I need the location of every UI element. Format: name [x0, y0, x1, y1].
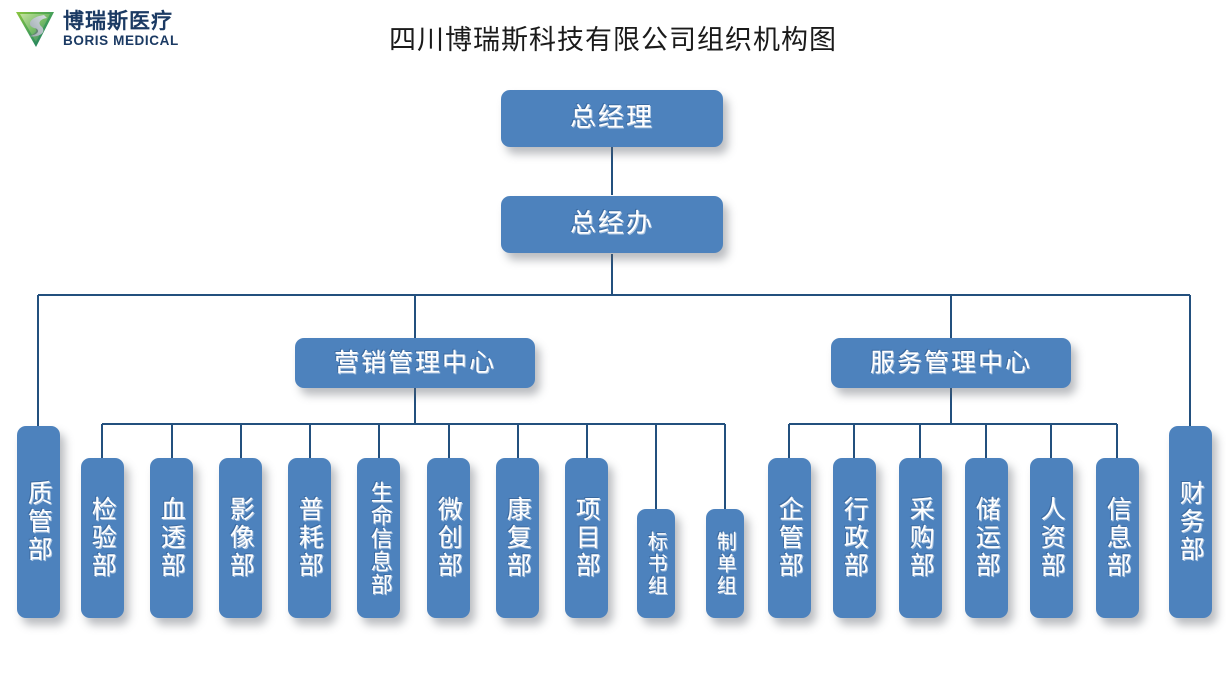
- node-label: 微创部: [434, 496, 464, 580]
- node-label: 财务部: [1176, 480, 1206, 564]
- node-label: 生命信息部: [366, 480, 392, 596]
- brand-logo: 博瑞斯医疗 BORIS MEDICAL: [14, 6, 214, 52]
- node-label: 质管部: [24, 480, 54, 564]
- node-project-department[interactable]: 项目部: [565, 458, 608, 618]
- node-inspection-department[interactable]: 检验部: [81, 458, 124, 618]
- node-hemodialysis-department[interactable]: 血透部: [150, 458, 193, 618]
- node-storage-transit-department[interactable]: 储运部: [965, 458, 1008, 618]
- boris-leaf-logo-icon: [16, 12, 54, 47]
- node-enterprise-management-department[interactable]: 企管部: [768, 458, 811, 618]
- node-marketing-management-center[interactable]: 营销管理中心: [295, 338, 535, 388]
- node-label: 普耗部: [295, 496, 325, 580]
- node-service-management-center[interactable]: 服务管理中心: [831, 338, 1071, 388]
- node-label: 信息部: [1103, 496, 1133, 580]
- page-title: 四川博瑞斯科技有限公司组织机构图: [389, 25, 837, 56]
- node-order-group[interactable]: 制单组: [706, 509, 744, 618]
- node-label: 标书组: [644, 530, 669, 597]
- node-procurement-department[interactable]: 采购部: [899, 458, 942, 618]
- node-general-manager[interactable]: 总经理: [501, 90, 723, 147]
- node-label: 血透部: [157, 496, 187, 580]
- node-human-resources-department[interactable]: 人资部: [1030, 458, 1073, 618]
- node-finance-department[interactable]: 财务部: [1169, 426, 1212, 618]
- node-quality-department[interactable]: 质管部: [17, 426, 60, 618]
- node-label: 储运部: [972, 496, 1002, 580]
- node-label: 人资部: [1037, 496, 1067, 580]
- node-label: 康复部: [503, 496, 533, 580]
- node-label: 营销管理中心: [333, 348, 496, 378]
- node-general-manager-office[interactable]: 总经办: [501, 196, 723, 253]
- node-life-information-department[interactable]: 生命信息部: [357, 458, 400, 618]
- node-rehabilitation-department[interactable]: 康复部: [496, 458, 539, 618]
- node-administration-department[interactable]: 行政部: [833, 458, 876, 618]
- node-label: 采购部: [906, 496, 936, 580]
- node-label: 检验部: [88, 496, 118, 580]
- node-label: 项目部: [572, 496, 602, 580]
- node-label: 总经理: [569, 103, 654, 134]
- node-minimally-invasive-department[interactable]: 微创部: [427, 458, 470, 618]
- node-bid-group[interactable]: 标书组: [637, 509, 675, 618]
- brand-name-en: BORIS MEDICAL: [63, 32, 179, 48]
- node-label: 企管部: [775, 496, 805, 580]
- node-label: 总经办: [569, 209, 654, 240]
- brand-name-cn: 博瑞斯医疗: [63, 8, 173, 33]
- node-label: 制单组: [713, 530, 738, 597]
- node-consumables-department[interactable]: 普耗部: [288, 458, 331, 618]
- node-label: 服务管理中心: [869, 348, 1032, 378]
- node-label: 行政部: [840, 496, 870, 580]
- node-label: 影像部: [226, 496, 256, 580]
- node-imaging-department[interactable]: 影像部: [219, 458, 262, 618]
- node-information-department[interactable]: 信息部: [1096, 458, 1139, 618]
